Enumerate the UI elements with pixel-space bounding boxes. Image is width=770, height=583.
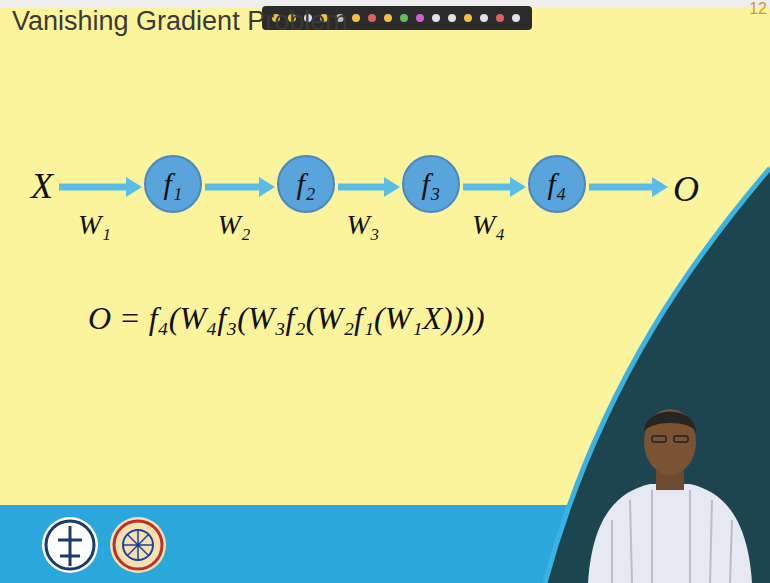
arrow-head [259, 177, 275, 197]
arrow-head [126, 177, 142, 197]
slide-number: 12 [749, 0, 767, 18]
panel-edge [545, 168, 770, 583]
arrow-connector [338, 177, 400, 197]
node-text: O [673, 168, 699, 210]
programme-logo [110, 517, 166, 573]
weight-label: W₁ [78, 209, 111, 241]
node-text: f₄ [548, 167, 567, 201]
arrow-connector [205, 177, 275, 197]
function-node: f₄ [528, 155, 586, 213]
arrow-line [589, 184, 654, 191]
weight-label: W₄ [472, 209, 505, 241]
function-node: f₁ [144, 155, 202, 213]
output-equation: O = f₄(W₄f₃(W₃f₂(W₂f₁(W₁X)))) [88, 300, 485, 337]
arrow-line [463, 184, 512, 191]
top-strip [0, 0, 770, 7]
function-node: f₃ [402, 155, 460, 213]
weight-label: W₃ [346, 209, 379, 241]
arrow-head [652, 177, 668, 197]
arrow-head [510, 177, 526, 197]
terminal-node: O [670, 166, 702, 212]
weight-label: W₂ [217, 209, 250, 241]
dark-corner-panel [545, 168, 770, 583]
arrow-head [384, 177, 400, 197]
node-text: f₁ [164, 167, 183, 201]
terminal-node: X [28, 163, 56, 209]
presenter [588, 409, 752, 583]
node-text: X [31, 165, 53, 207]
arrow-connector [589, 177, 668, 197]
arrow-line [59, 184, 128, 191]
node-text: f₂ [297, 167, 316, 201]
slide-title: Vanishing Gradient Problem [12, 6, 348, 37]
node-text: f₃ [422, 167, 441, 201]
arrow-connector [463, 177, 526, 197]
arrow-line [338, 184, 386, 191]
arrow-connector [59, 177, 142, 197]
function-node: f₂ [277, 155, 335, 213]
arrow-line [205, 184, 261, 191]
institute-logo [42, 517, 98, 573]
